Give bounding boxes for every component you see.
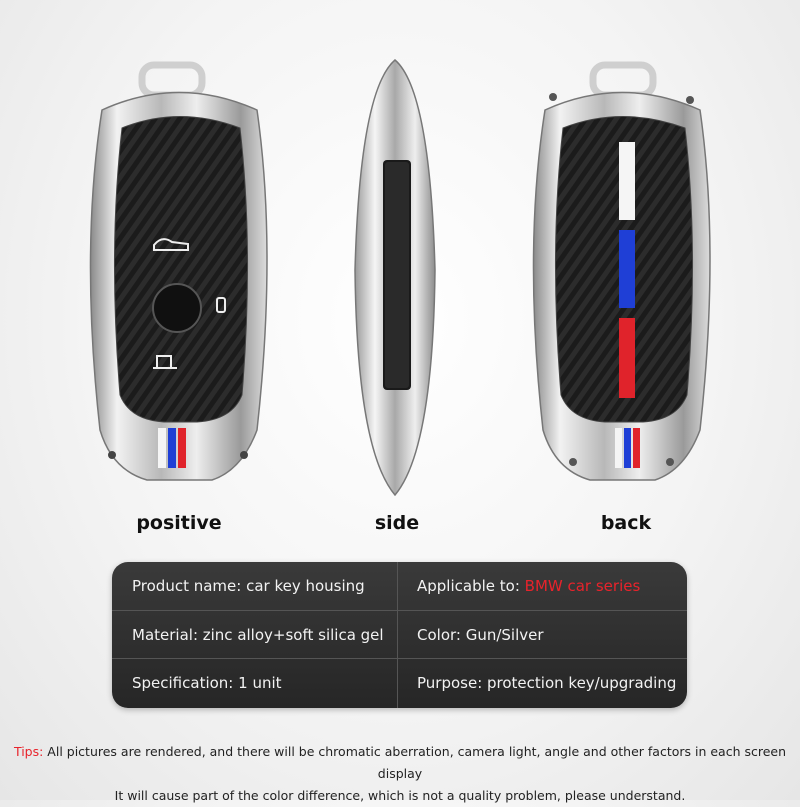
tips-note: Tips: All pictures are rendered, and the…: [0, 741, 800, 807]
product-views: positive side back: [72, 50, 730, 534]
key-front-image: [89, 61, 268, 481]
positive-view: [72, 50, 287, 500]
tips-line-1-text: All pictures are rendered, and there wil…: [43, 744, 787, 781]
spec-table: Product name: car key housing Applicable…: [112, 562, 687, 708]
color-cell: Color: Gun/Silver: [417, 626, 544, 644]
positive-label: positive: [136, 512, 222, 534]
material-cell: Material: zinc alloy+soft silica gel: [132, 626, 384, 644]
key-back-image: [532, 61, 711, 481]
product-name-cell: Product name: car key housing: [132, 577, 365, 595]
tips-line-2: It will cause part of the color differen…: [114, 788, 686, 803]
tips-label: Tips:: [13, 744, 44, 759]
specification-cell: Specification: 1 unit: [132, 674, 282, 692]
applicable-cell: Applicable to: BMW car series: [417, 562, 682, 610]
column-divider: [397, 562, 398, 708]
side-label: side: [374, 512, 420, 534]
spec-row: Product name: car key housing Applicable…: [112, 562, 687, 610]
applicable-value: BMW car series: [524, 577, 641, 595]
back-view: [515, 50, 730, 500]
key-side-image: [354, 59, 436, 497]
applicable-prefix: Applicable to:: [417, 577, 525, 595]
spec-row: Specification: 1 unit Purpose: protectio…: [112, 658, 687, 707]
side-view: [345, 50, 445, 500]
spec-row: Material: zinc alloy+soft silica gel Col…: [112, 610, 687, 659]
purpose-cell: Purpose: protection key/upgrading: [417, 674, 677, 692]
tips-line-1: Tips: All pictures are rendered, and the…: [0, 741, 800, 785]
back-label: back: [600, 512, 652, 534]
